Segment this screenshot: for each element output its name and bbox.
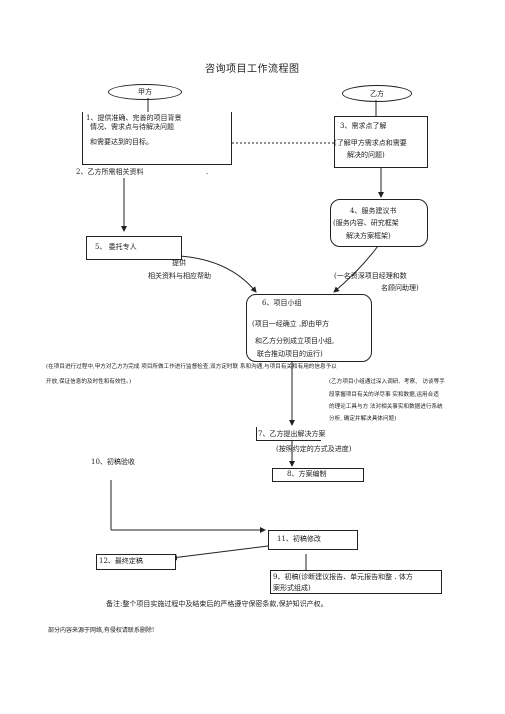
step4-line2: (服务内容、研究框架	[333, 219, 399, 227]
step11-box	[268, 530, 358, 550]
step12-box	[96, 554, 176, 570]
analysis-note-line3: 的理论工具与方 法对相关事实和数据进行系统	[329, 404, 443, 410]
step8-label: 8、方案编制	[287, 470, 327, 478]
monitor-note-line2: 开放,保证信息的及时性和有效性。)	[46, 379, 132, 385]
step5-box	[86, 236, 182, 260]
step3-line2: (了解甲方需求点和需要	[334, 139, 407, 147]
party-a-oval: 甲方	[108, 84, 182, 100]
arrow-box5-to-box6	[179, 255, 257, 293]
party-b-oval: 乙方	[342, 85, 412, 102]
step9-box	[270, 570, 442, 594]
step6-box	[246, 294, 372, 362]
arrow-box11-to-box12	[171, 545, 269, 561]
monitor-note-line1: (在项目进行过程中,甲方对乙方为完成 项目所做工作进行监督检查,双方定时联 系和…	[46, 364, 337, 370]
step7-box	[256, 427, 321, 441]
step6-line3: 和乙方分别成立项目小组,	[255, 337, 335, 345]
provide-detail: 相关资料与相应帮助	[148, 272, 211, 280]
step9-line1: 9、初稿(诊断建议报告、单元报告和整 . 体方	[273, 573, 413, 581]
arrow-box4-to-box6	[333, 245, 379, 293]
party-b-label: 乙方	[370, 89, 384, 98]
step3-line1: 3、需求点了解	[340, 122, 387, 130]
step1-line1: 1、提供准确、完善的项目背景	[86, 114, 182, 122]
step6-line4: 联合推动项目的运行)	[257, 350, 323, 358]
party-a-label: 甲方	[138, 88, 152, 96]
manager-line1: (一名资深项目经理和数	[334, 272, 407, 280]
step4-line3: 解决方案框架)	[346, 232, 391, 240]
step8-box	[272, 468, 364, 482]
step3-line3: 解决的问题)	[347, 151, 385, 159]
remark-note: 备注:整个项目实施过程中及结束后的严格遵守保密条款,保护知识产权。	[106, 600, 328, 608]
step6-line2: (项目一经确立 ,即由甲方	[252, 320, 330, 328]
analysis-note-line1: (乙方项目小组通过深入调研、考察、 访谈等手	[329, 379, 445, 385]
step1-line2: 情况、需求点与待解决问题	[90, 123, 174, 131]
step7-line1: 7、乙方提出解决方案	[258, 430, 326, 438]
page-title: 咨询项目工作流程图	[205, 64, 300, 75]
step9-line2: 案形式组成)	[273, 584, 311, 592]
step4-box	[330, 199, 428, 247]
step4-line1: 4、服务建议书	[350, 207, 397, 215]
step1-line3: 和需要达到的目标。	[90, 138, 153, 146]
step12-label: 12、最终定稿	[99, 557, 143, 565]
step6-line1: 6、项目小组	[262, 299, 302, 307]
footer-disclaimer: 部分内容来源于网络,有侵权请联系删除!	[48, 627, 155, 634]
analysis-note-line4: 分析, 确定并解决具体问题)	[329, 416, 397, 422]
step3-box	[334, 116, 428, 168]
step2-dot: .	[206, 168, 209, 176]
step2-label: 2、乙方所需相关资料	[76, 168, 144, 176]
step1-box	[82, 112, 232, 165]
step5-label: 5、 委托专人	[95, 243, 137, 251]
step7-line2: (按照约定的方式及进度)	[276, 445, 352, 453]
manager-line2: 名顾问助理)	[381, 284, 419, 292]
provide-label: 提供	[172, 259, 186, 267]
step10-label: 10、初稿验收	[91, 458, 135, 466]
step11-label: 11、初稿修改	[277, 535, 321, 543]
analysis-note-line2: 段掌握项目有关的详尽事 实和数据,运用合适	[329, 392, 439, 398]
